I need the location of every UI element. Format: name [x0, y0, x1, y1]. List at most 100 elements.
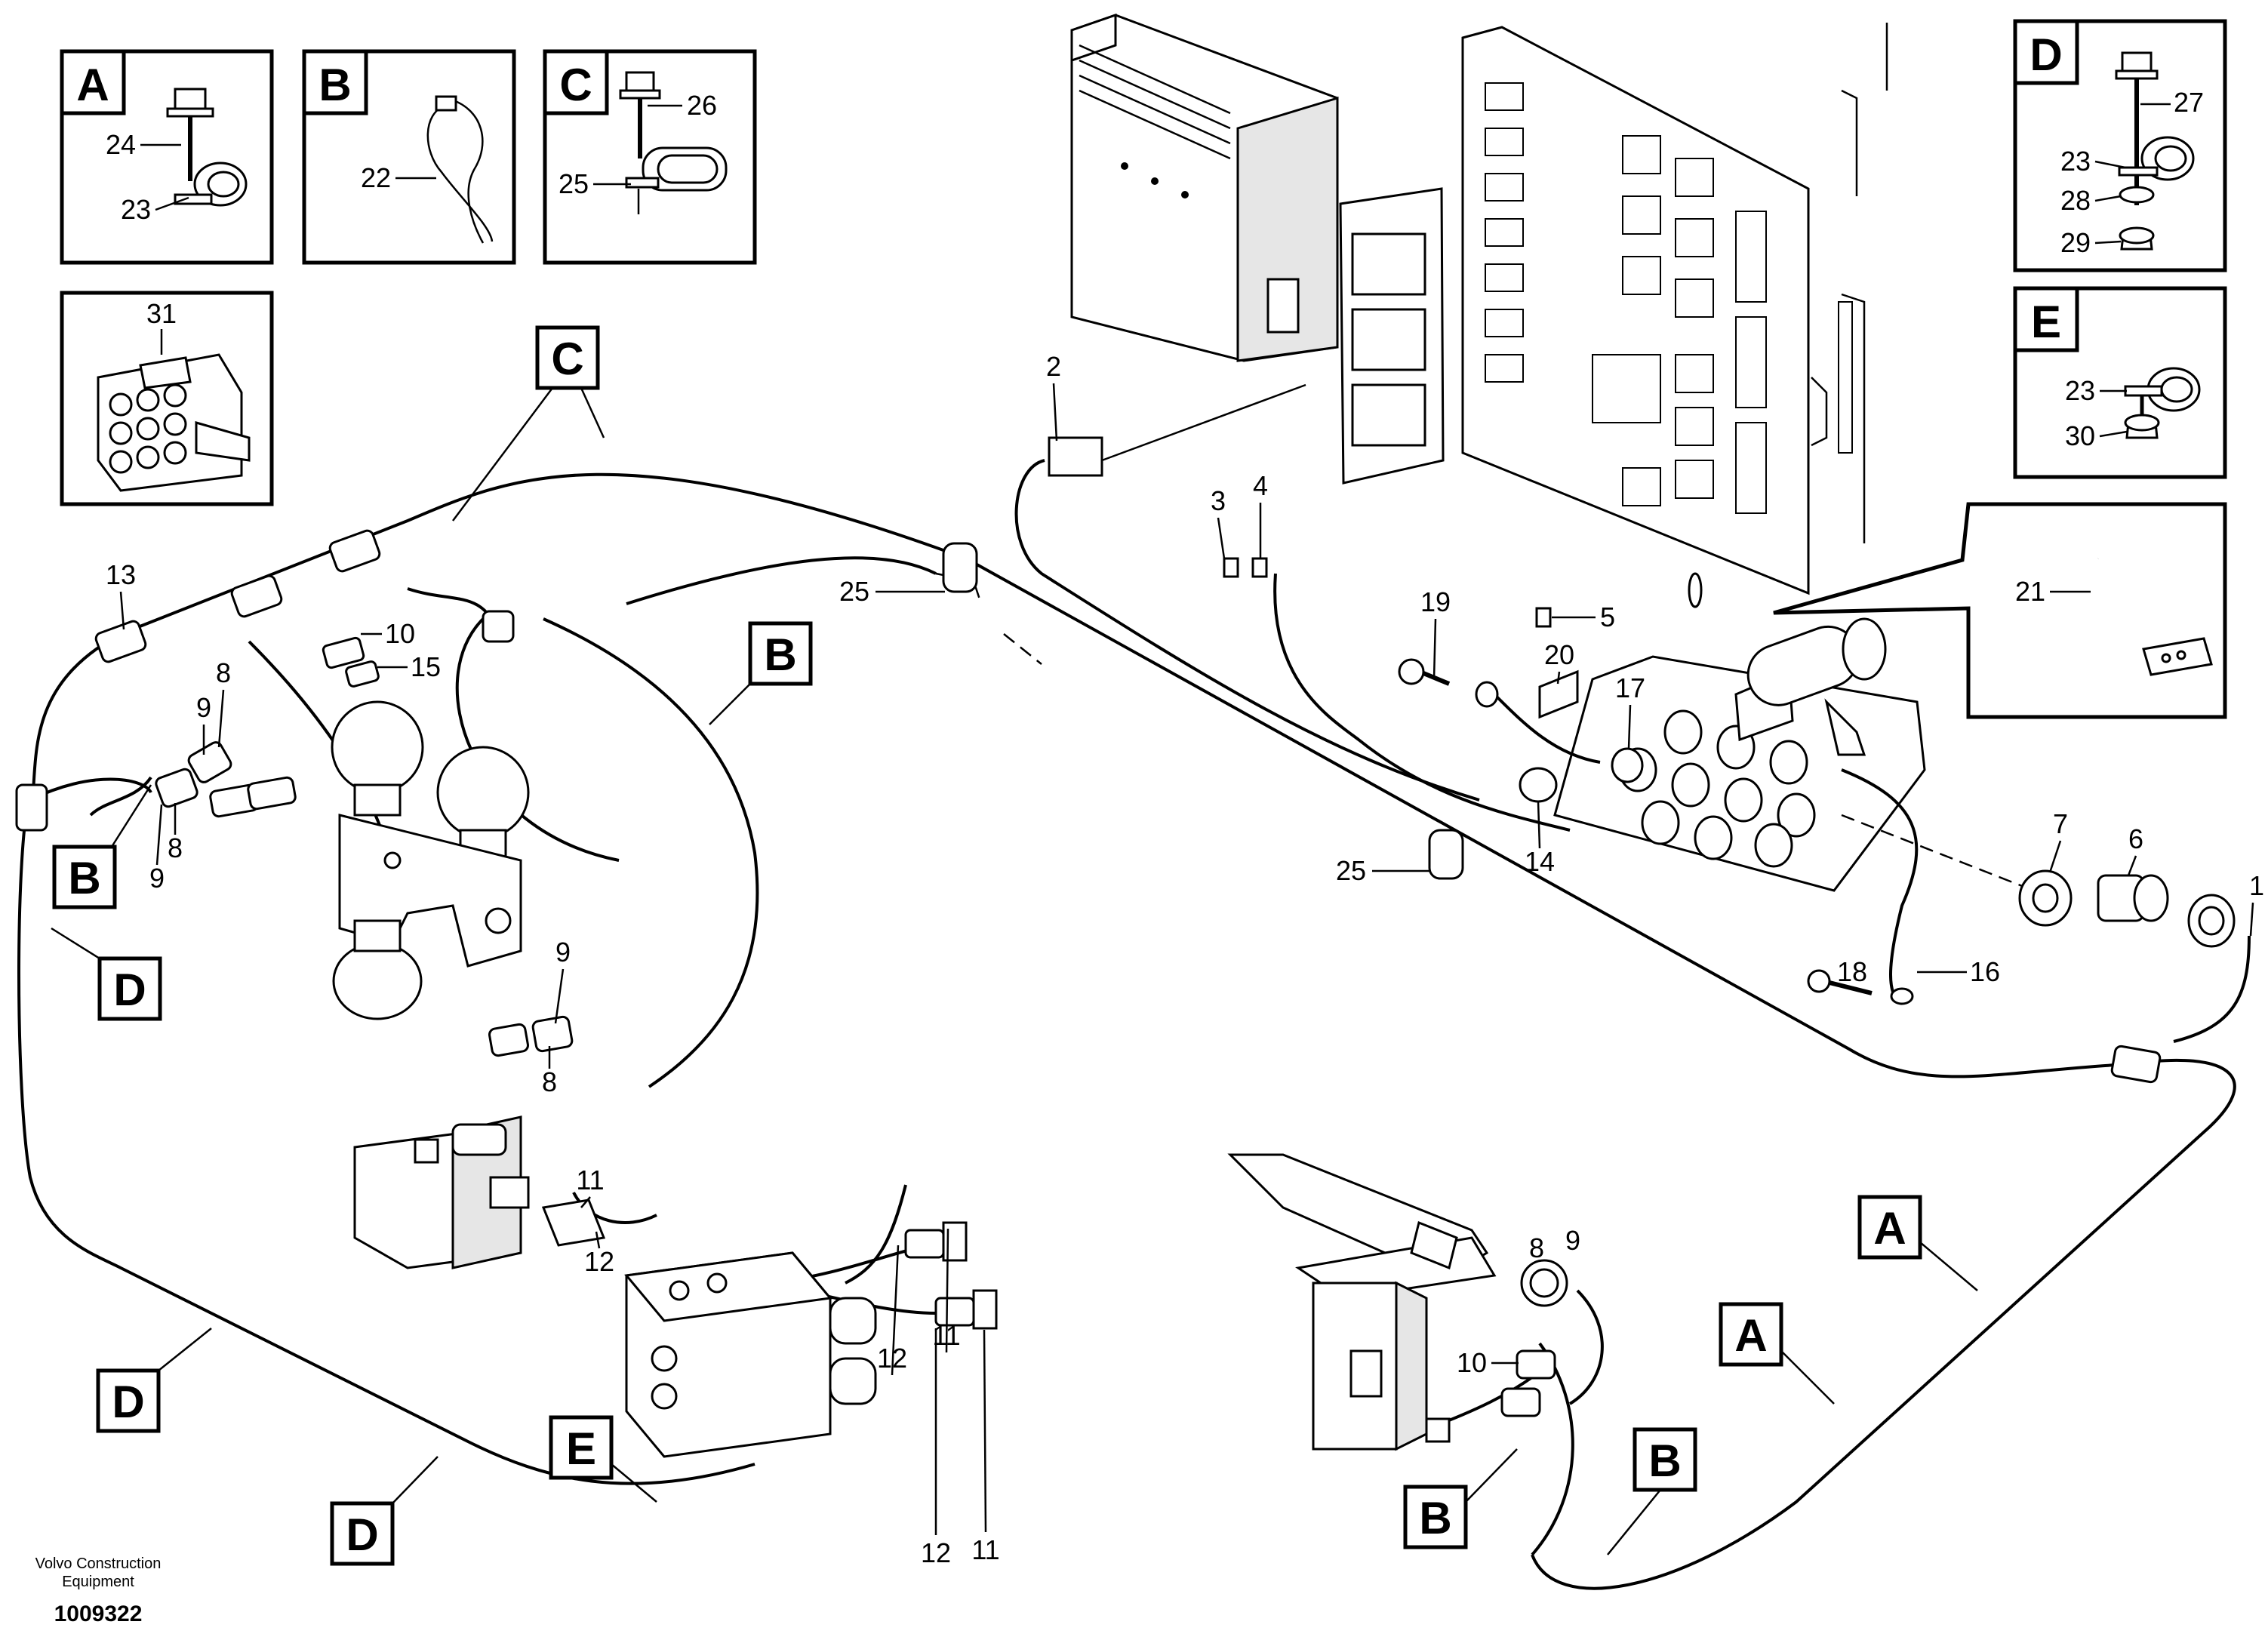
- callout-label: 26: [687, 90, 717, 121]
- cable-routes: [17, 459, 2251, 1590]
- mounting-bracket: [1339, 187, 1445, 485]
- flange-bolt-icon: [619, 71, 661, 158]
- callout-label: 1: [2249, 870, 2264, 901]
- route-tag: A: [1857, 1195, 1978, 1291]
- callout-label: 12: [921, 1537, 951, 1568]
- small-connectors-10-15: [322, 636, 380, 688]
- callout-label: 8: [1529, 1232, 1544, 1263]
- callout-label: 27: [2174, 87, 2204, 118]
- callout-label: 5: [1600, 602, 1615, 632]
- callout-label: 22: [361, 162, 391, 193]
- connection-plate: [1553, 617, 1926, 892]
- route-tag-letter: D: [112, 1377, 144, 1427]
- route-tag-letter: E: [566, 1423, 596, 1474]
- pedal-connectors: [1425, 1259, 1568, 1443]
- detail-box-letter: C: [559, 60, 592, 110]
- route-tag-letter: B: [764, 629, 796, 680]
- route-tag: C: [452, 325, 605, 522]
- footer: Volvo Construction Equipment 1009322: [35, 1555, 162, 1626]
- detail-box-b: B 22: [302, 49, 516, 265]
- route-tag: E: [549, 1415, 657, 1503]
- bolt-assembly-icon: [2115, 51, 2195, 251]
- route-tag: B: [709, 621, 813, 725]
- callout-label: 8: [168, 832, 183, 863]
- callout-label: 10: [385, 618, 415, 649]
- solenoid-valve: [353, 1115, 530, 1269]
- callout-label: 21: [2015, 576, 2045, 607]
- route-tag: D: [96, 1328, 212, 1433]
- manufacturer-credit: Equipment: [62, 1574, 134, 1590]
- right-side-fittings: [2018, 869, 2236, 948]
- callout-label: 9: [196, 692, 211, 723]
- callout-label: 6: [2128, 823, 2143, 854]
- callout-label: 30: [2065, 420, 2095, 451]
- callout-label: 14: [1525, 846, 1555, 877]
- callout-label: 23: [2065, 375, 2095, 406]
- callout-label: 29: [2060, 227, 2091, 258]
- route-tag: A: [1719, 1302, 1835, 1405]
- cab-wall: [1688, 23, 1888, 608]
- callout-label: 9: [555, 937, 571, 968]
- detail-box-d: D 27 23 28 29: [2013, 19, 2227, 272]
- detail-box-letter: D: [2030, 29, 2062, 80]
- callout-label: 8: [216, 657, 231, 688]
- detail-box-c: C 26 25: [543, 49, 757, 265]
- route-tag-letter: A: [1873, 1203, 1906, 1254]
- route-tag-letter: D: [113, 965, 146, 1015]
- sensor-connectors-8-9: [155, 741, 574, 1057]
- route-tag: B: [1607, 1427, 1697, 1555]
- valve-block: [624, 1251, 877, 1458]
- callout-label: 17: [1615, 672, 1645, 703]
- callout-label: 4: [1253, 470, 1268, 501]
- route-tag-letter: B: [1648, 1435, 1681, 1486]
- callout-label: 9: [1565, 1225, 1580, 1256]
- callout-label: 11: [576, 1165, 604, 1195]
- callout-label: 24: [106, 129, 136, 160]
- callout-label: 19: [1420, 586, 1451, 617]
- clamp-nut-icon: [2124, 367, 2201, 439]
- flange-bolt-icon: [166, 88, 214, 181]
- cable-clamps-25: [942, 542, 1464, 880]
- callout-label: 25: [1336, 855, 1366, 886]
- route-tag: D: [330, 1456, 439, 1566]
- callout-label: 23: [2060, 146, 2091, 177]
- cable-tie-icon: [426, 95, 494, 244]
- callout-label: 8: [542, 1066, 557, 1097]
- strap-clamp-icon: [2071, 555, 2213, 676]
- callout-label: 25: [559, 168, 589, 199]
- callout-label: 13: [106, 559, 136, 590]
- callout-label: 12: [584, 1246, 614, 1277]
- detail-box-letter: B: [319, 60, 351, 110]
- callout-label: 16: [1970, 956, 2000, 987]
- document-number: 1009322: [54, 1602, 143, 1626]
- multi-pin-connector-icon: [97, 353, 251, 492]
- route-tag-letter: D: [346, 1509, 378, 1560]
- manufacturer-credit: Volvo Construction: [35, 1555, 162, 1572]
- cable-clamp-icon: [625, 146, 728, 192]
- route-tag: D: [51, 927, 162, 1021]
- callout-label: 2: [1046, 351, 1061, 382]
- callout-label: 25: [839, 576, 869, 607]
- route-tag-letter: A: [1734, 1310, 1767, 1361]
- circuit-board: [1461, 26, 1828, 595]
- callout-label: 10: [1457, 1347, 1487, 1378]
- clamp-detail-box: 21: [1773, 502, 2227, 719]
- connector-detail-box: 31: [60, 291, 274, 506]
- route-tag-letter: B: [68, 853, 100, 903]
- callout-label: 20: [1544, 639, 1574, 670]
- callout-label: 7: [2053, 808, 2068, 839]
- control-unit: [1070, 13, 1339, 362]
- callouts: 1 2 3 4 5 6 7 8 8 8 8 9 9 9 9 10 10 11: [106, 351, 2264, 1568]
- t-junctions: [15, 529, 2162, 1303]
- callout-label: 3: [1211, 485, 1226, 516]
- callout-label: 11: [971, 1534, 999, 1565]
- route-tag: B: [1403, 1448, 1518, 1549]
- route-tag-letter: B: [1419, 1493, 1451, 1543]
- callout-label: 15: [411, 651, 441, 682]
- hydraulic-accumulator-valve: [331, 700, 530, 1020]
- callout-label: 28: [2060, 185, 2091, 216]
- callout-label: 9: [149, 863, 165, 894]
- route-tag: B: [52, 784, 152, 909]
- detail-box-a: A 24 23: [60, 49, 274, 265]
